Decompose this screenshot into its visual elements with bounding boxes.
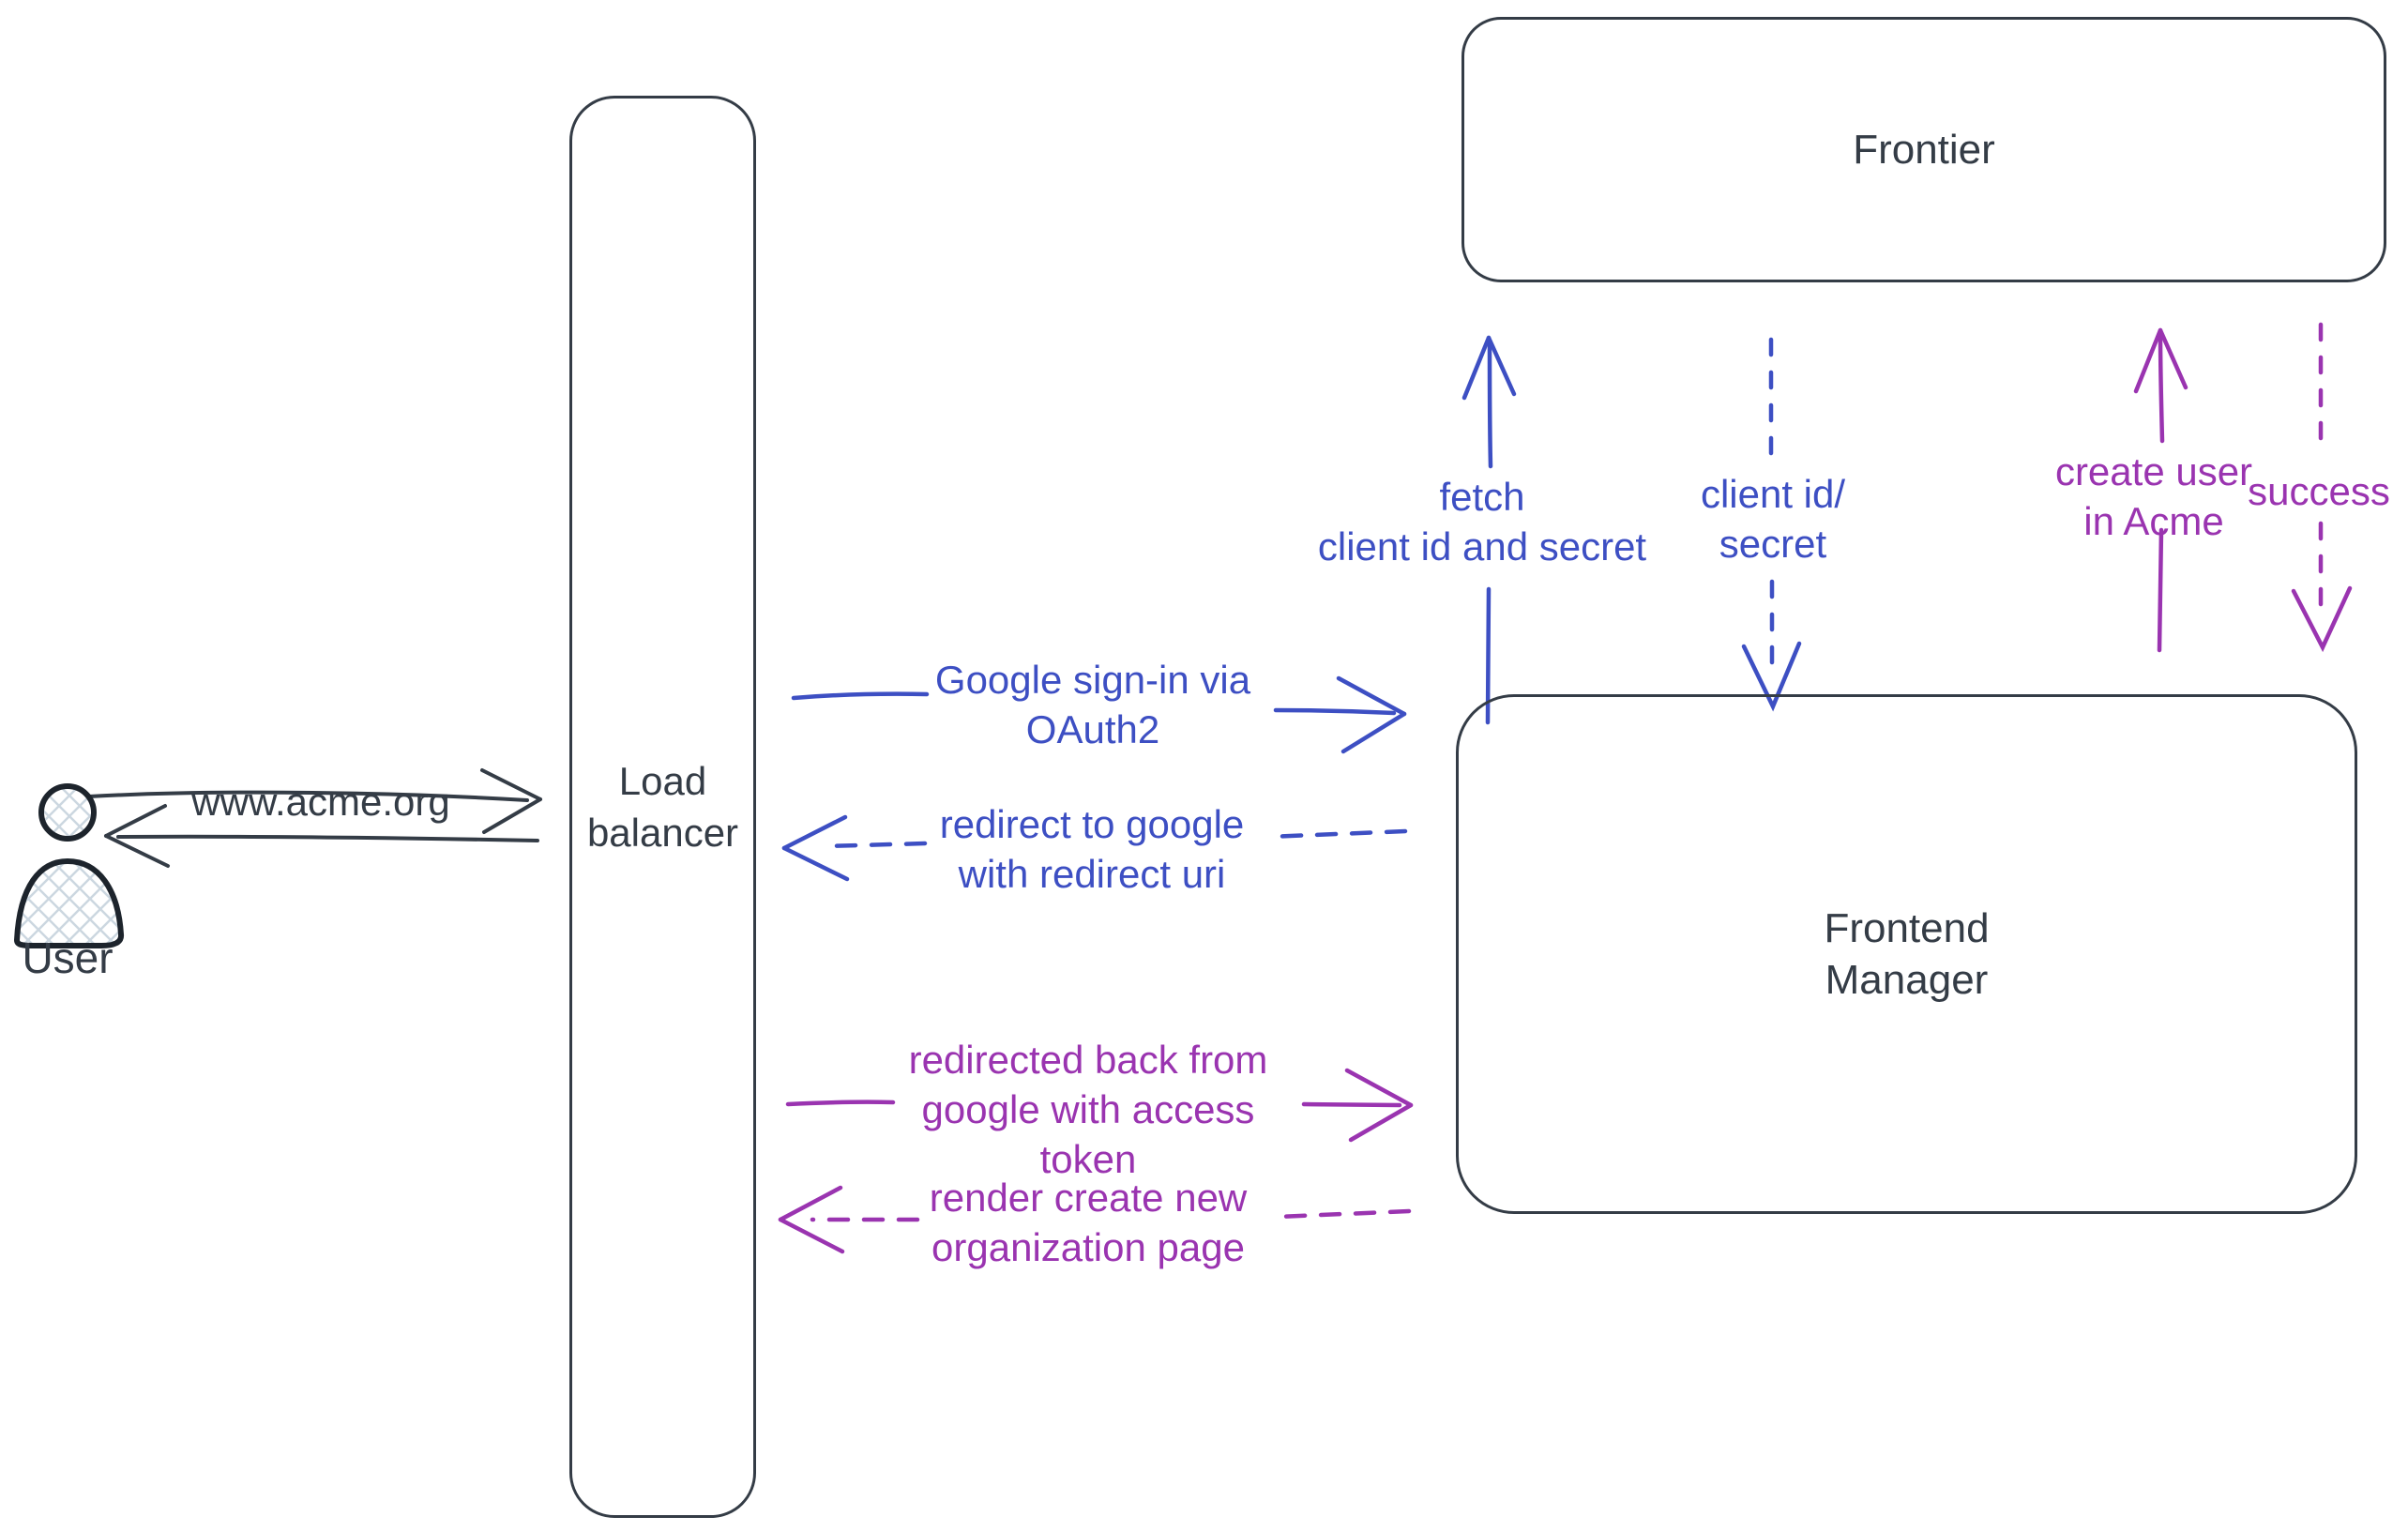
arrow-response-to-user (104, 804, 539, 868)
label-google-signin: Google sign-in via OAuth2 (934, 658, 1251, 751)
frontier-label: Frontier (1853, 127, 1995, 173)
arrow-redirected-back (785, 1068, 1414, 1143)
node-frontier: Frontier (1461, 17, 2386, 282)
arrow-client-id-secret (1741, 337, 1802, 712)
label-redirect-to-google: redirect to google with redirect uri (939, 802, 1245, 896)
node-frontend-manager: Frontend Manager (1456, 694, 2357, 1214)
label-render-org-page: render create new organization page (929, 1176, 1248, 1269)
label-www-acme: www.acme.org (191, 780, 450, 824)
user-node-label: User (22, 933, 114, 982)
arrow-render-org-page (778, 1185, 1412, 1254)
frontend-manager-label: Frontend Manager (1824, 905, 1990, 1003)
label-client-id-secret: client id/ secret (1700, 472, 1846, 566)
arrow-redirect-to-google (781, 814, 1408, 882)
label-redirected-back: redirected back from google with access … (908, 1038, 1268, 1181)
label-create-user: create user in Acme (2054, 449, 2253, 543)
arrow-google-signin (791, 675, 1407, 754)
label-success: success (2248, 469, 2390, 513)
arrow-www-acme (87, 768, 542, 834)
load-balancer-label: Load balancer (586, 759, 739, 855)
node-load-balancer: Load balancer (569, 96, 756, 1518)
arrow-create-user (2133, 327, 2188, 653)
arrow-success (2291, 322, 2353, 653)
label-fetch-client-id: fetch client id and secret (1317, 475, 1647, 569)
user-icon (14, 783, 125, 948)
